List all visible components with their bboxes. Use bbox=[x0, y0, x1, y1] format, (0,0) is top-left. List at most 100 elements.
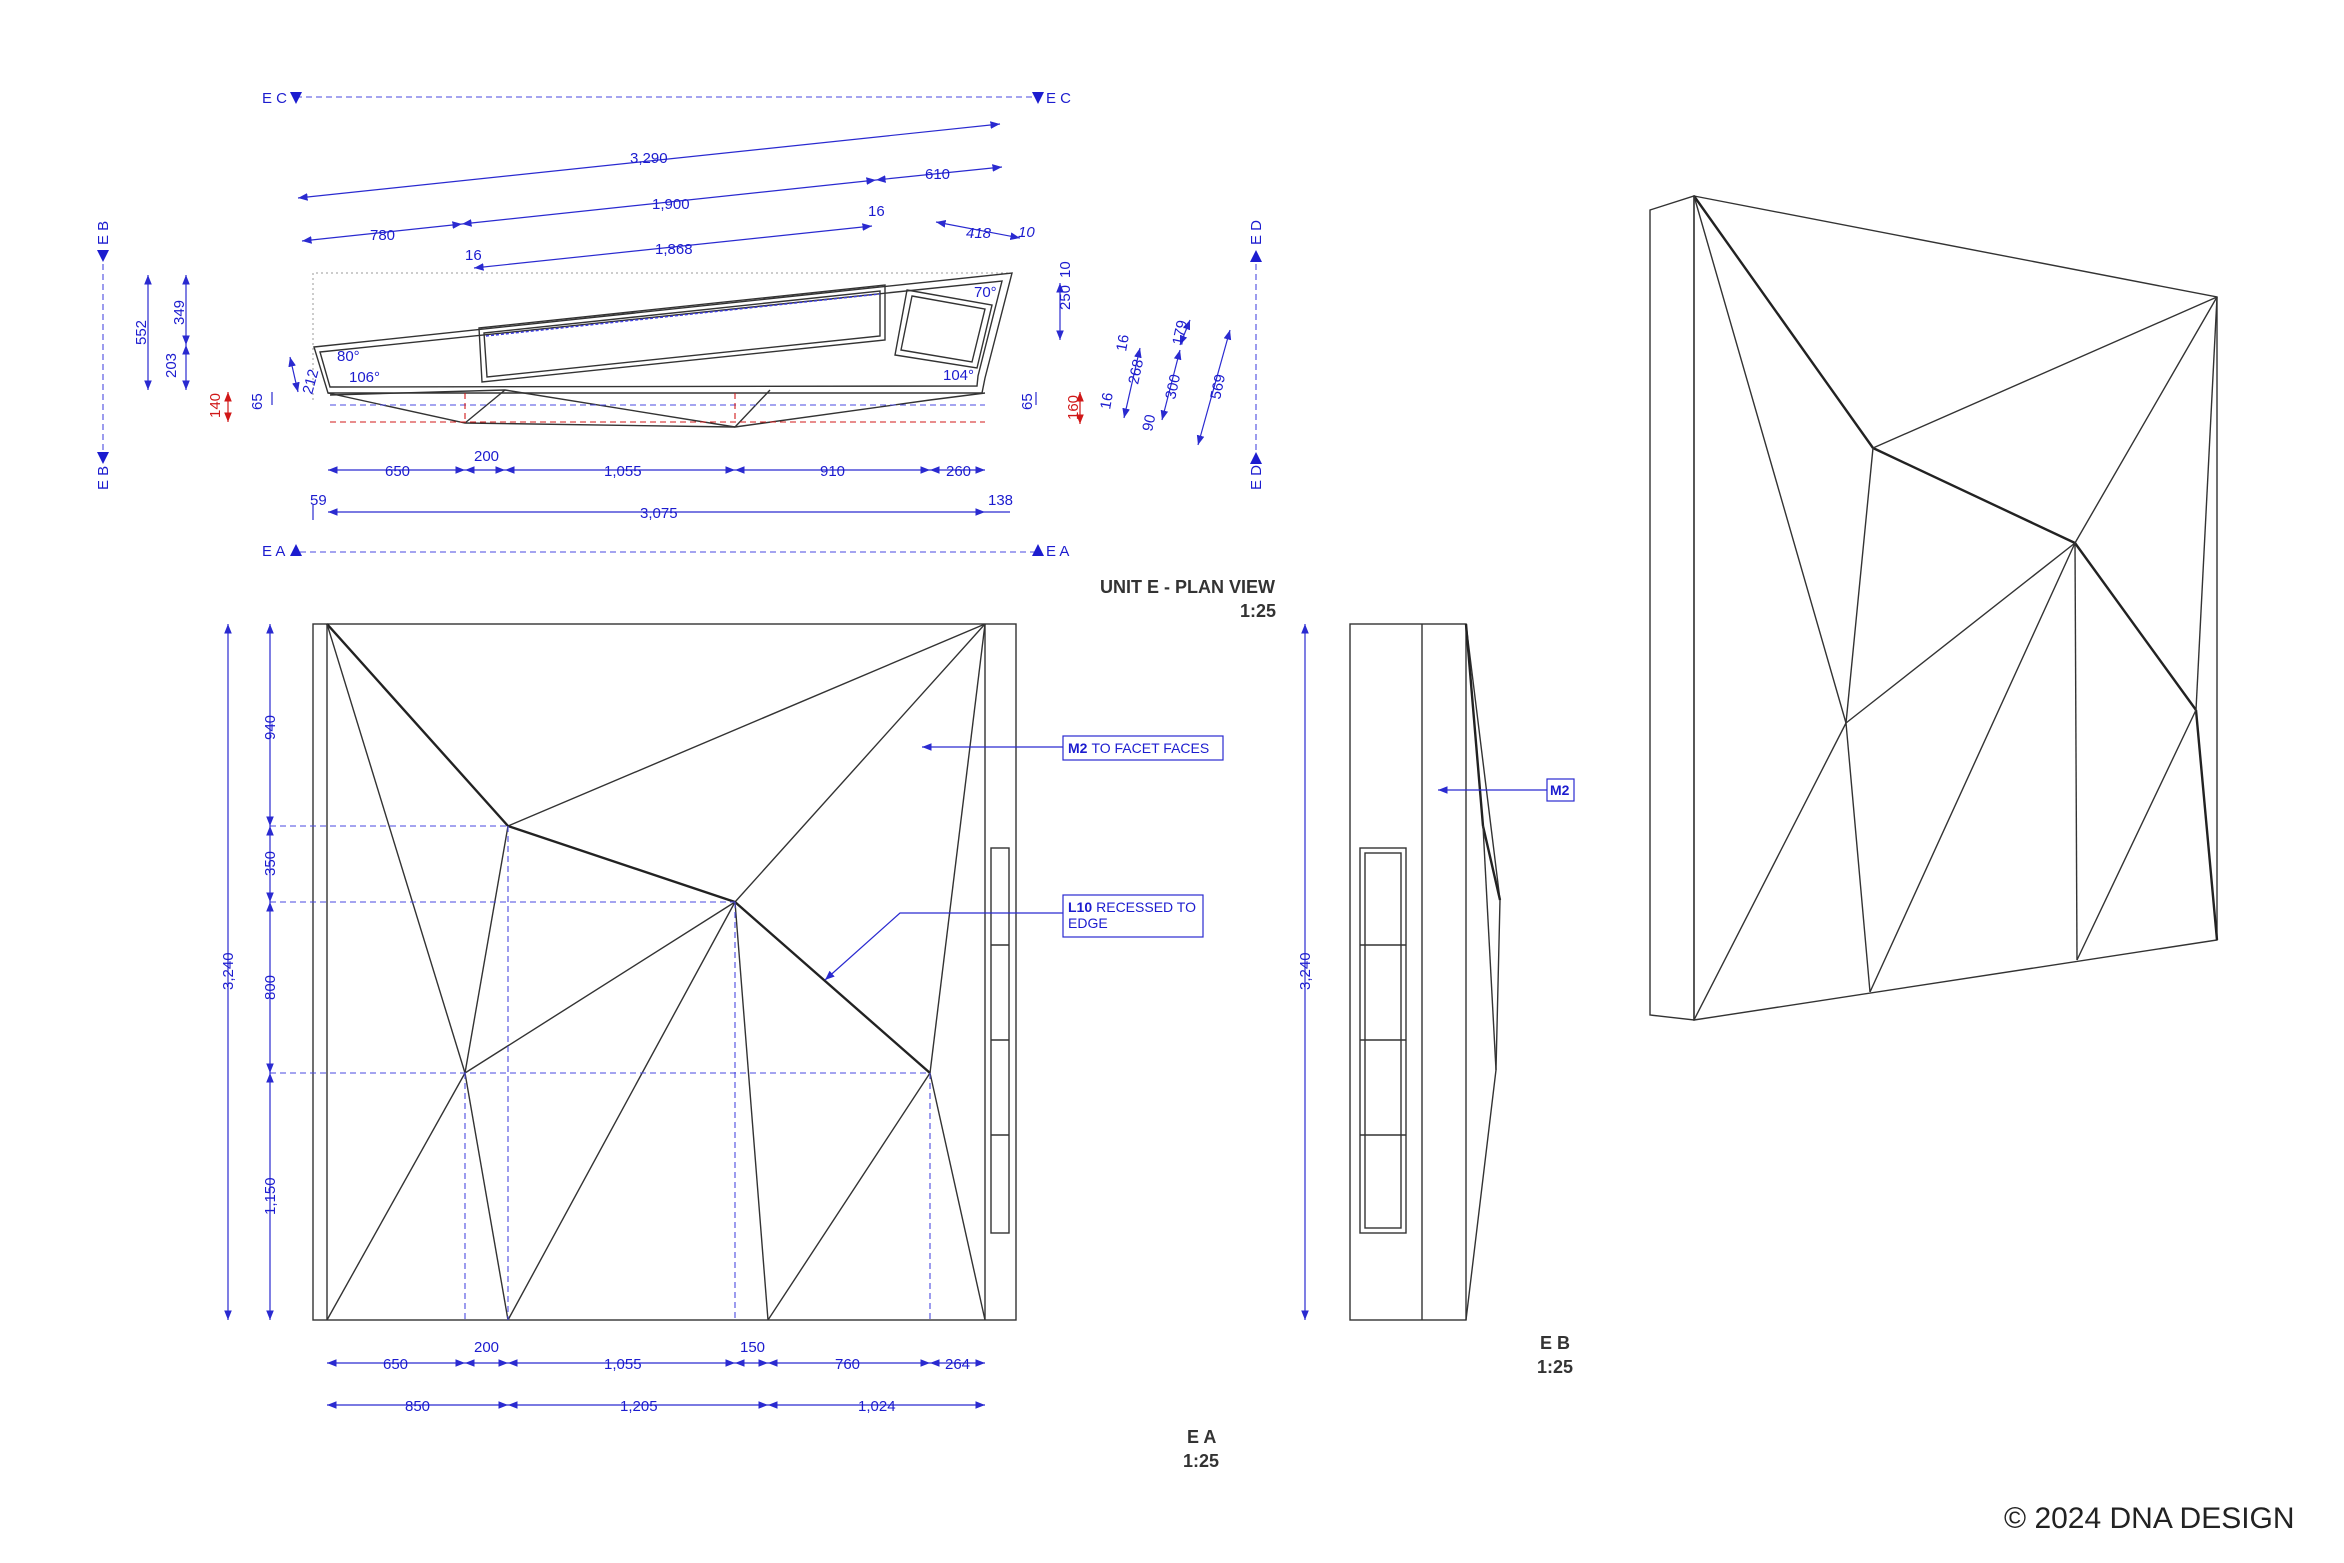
isometric-view bbox=[1649, 195, 2219, 1021]
iso-facet-9 bbox=[1845, 447, 1874, 724]
iso-facet-10 bbox=[1845, 542, 2076, 724]
iso-facet-12 bbox=[1845, 722, 1871, 993]
dim-650: 650 bbox=[385, 463, 410, 480]
plan-view: E C E C E A E A E B E B E D E D bbox=[95, 90, 1276, 621]
copyright-notice: © 2024 DNA DESIGN bbox=[2004, 1502, 2295, 1535]
section-marker-ec-left bbox=[290, 92, 302, 104]
ea-dim-b650: 650 bbox=[383, 1356, 408, 1373]
ea-dim-c1024: 1,024 bbox=[858, 1398, 896, 1415]
plan-outline-outer bbox=[313, 272, 1013, 394]
dim-line-1900 bbox=[461, 177, 877, 227]
section-marker-eb-top bbox=[97, 250, 109, 262]
iso-facet-8 bbox=[1693, 195, 1847, 724]
label-ea-right: E A bbox=[1046, 543, 1069, 560]
note-l10-box bbox=[1062, 894, 1204, 938]
plan-facet-profile bbox=[327, 392, 986, 428]
ea-dim-1150: 1,150 bbox=[262, 1177, 279, 1215]
plan-scale: 1:25 bbox=[1240, 601, 1276, 621]
note-l10-line2: EDGE bbox=[1068, 915, 1108, 931]
angle-104: 104° bbox=[943, 367, 974, 384]
eb-dim-3240: 3,240 bbox=[1297, 952, 1314, 990]
dim-line-1868 bbox=[473, 223, 873, 271]
facet-line-8 bbox=[326, 623, 466, 1074]
eb-facet-2 bbox=[1481, 825, 1502, 901]
facet-line-11 bbox=[326, 1072, 466, 1321]
note-l10-leader bbox=[824, 912, 1063, 981]
facet-line-9 bbox=[464, 825, 509, 1074]
dim-16c: 16 bbox=[1113, 333, 1133, 352]
ea-dim-b1055: 1,055 bbox=[604, 1356, 642, 1373]
plan-extents bbox=[312, 272, 1010, 400]
iso-facet-3 bbox=[2074, 542, 2197, 711]
dim-1055: 1,055 bbox=[604, 463, 642, 480]
elevation-eb: 3,240 M2 E B 1:25 bbox=[1297, 623, 1575, 1377]
facet-line-12 bbox=[464, 1072, 509, 1321]
eb-facet-1 bbox=[1464, 623, 1485, 827]
facet-line-14 bbox=[734, 901, 769, 1321]
facet-line-4 bbox=[734, 623, 986, 903]
section-marker-eb-bottom bbox=[97, 452, 109, 464]
plan-outline-inner bbox=[319, 280, 1003, 388]
dim-300: 300 bbox=[1162, 373, 1184, 401]
facet-line-2 bbox=[507, 623, 986, 827]
label-ed-bottom: E D bbox=[1248, 465, 1265, 490]
dim-418: 418 bbox=[966, 225, 992, 242]
dim-line-610 bbox=[875, 164, 1003, 183]
dim-10a: 10 bbox=[1018, 224, 1035, 241]
dim-349: 349 bbox=[171, 300, 188, 325]
plan-facet-edge-2 bbox=[734, 389, 771, 428]
iso-front-face bbox=[1693, 195, 2218, 1021]
note-l10-code: L10 bbox=[1068, 899, 1092, 915]
dim-552: 552 bbox=[133, 320, 150, 345]
dim-569: 569 bbox=[1207, 373, 1229, 401]
iso-facet-6 bbox=[2074, 296, 2218, 544]
eb-scale: 1:25 bbox=[1537, 1357, 1573, 1377]
iso-facet-15 bbox=[2076, 709, 2197, 961]
dim-line-212 bbox=[288, 356, 300, 393]
label-eb-bottom: E B bbox=[95, 466, 112, 490]
eb-outline bbox=[1349, 623, 1467, 1321]
facet-line-3 bbox=[507, 824, 736, 904]
dim-line-300 bbox=[1160, 349, 1182, 421]
facet-line-6 bbox=[929, 623, 986, 1074]
label-ed-top: E D bbox=[1248, 220, 1265, 245]
dim-260: 260 bbox=[946, 463, 971, 480]
label-ec-left: E C bbox=[262, 90, 287, 107]
eb-facet-3 bbox=[1482, 825, 1497, 1071]
dim-138: 138 bbox=[988, 492, 1013, 509]
dim-16d: 16 bbox=[1097, 391, 1117, 410]
ea-dim-800: 800 bbox=[262, 975, 279, 1000]
ea-outline bbox=[312, 623, 1017, 1321]
facet-line-10 bbox=[464, 901, 736, 1074]
iso-facet-5 bbox=[1872, 296, 2218, 449]
dim-line-780 bbox=[301, 221, 463, 244]
plan-box-outer bbox=[894, 289, 993, 369]
note-m2b-box bbox=[1546, 778, 1575, 802]
section-marker-ea-left bbox=[290, 544, 302, 556]
dim-140: 140 bbox=[207, 393, 224, 418]
dim-line-179 bbox=[1179, 319, 1191, 346]
label-ea-left: E A bbox=[262, 543, 285, 560]
dim-65b: 65 bbox=[1019, 393, 1036, 410]
iso-facet-4 bbox=[2194, 709, 2219, 941]
ea-dim-b200: 200 bbox=[474, 1339, 499, 1356]
dim-200: 200 bbox=[474, 448, 499, 465]
plan-recess-inner bbox=[483, 290, 881, 378]
facet-line-13 bbox=[507, 901, 736, 1321]
dim-59: 59 bbox=[310, 492, 327, 509]
ea-dim-940: 940 bbox=[262, 715, 279, 740]
dim-line-3290 bbox=[297, 121, 1001, 201]
iso-facet-11 bbox=[1693, 722, 1847, 1021]
ea-dim-3240: 3,240 bbox=[220, 952, 237, 990]
label-ec-right: E C bbox=[1046, 90, 1071, 107]
iso-facet-1 bbox=[1693, 195, 1874, 449]
plan-facet-edge bbox=[464, 389, 506, 424]
dim-212: 212 bbox=[299, 367, 322, 396]
section-marker-ed-bottom bbox=[1250, 452, 1262, 464]
dim-1900: 1,900 bbox=[652, 196, 690, 213]
section-marker-ec-right bbox=[1032, 92, 1044, 104]
angle-80: 80° bbox=[337, 348, 360, 365]
